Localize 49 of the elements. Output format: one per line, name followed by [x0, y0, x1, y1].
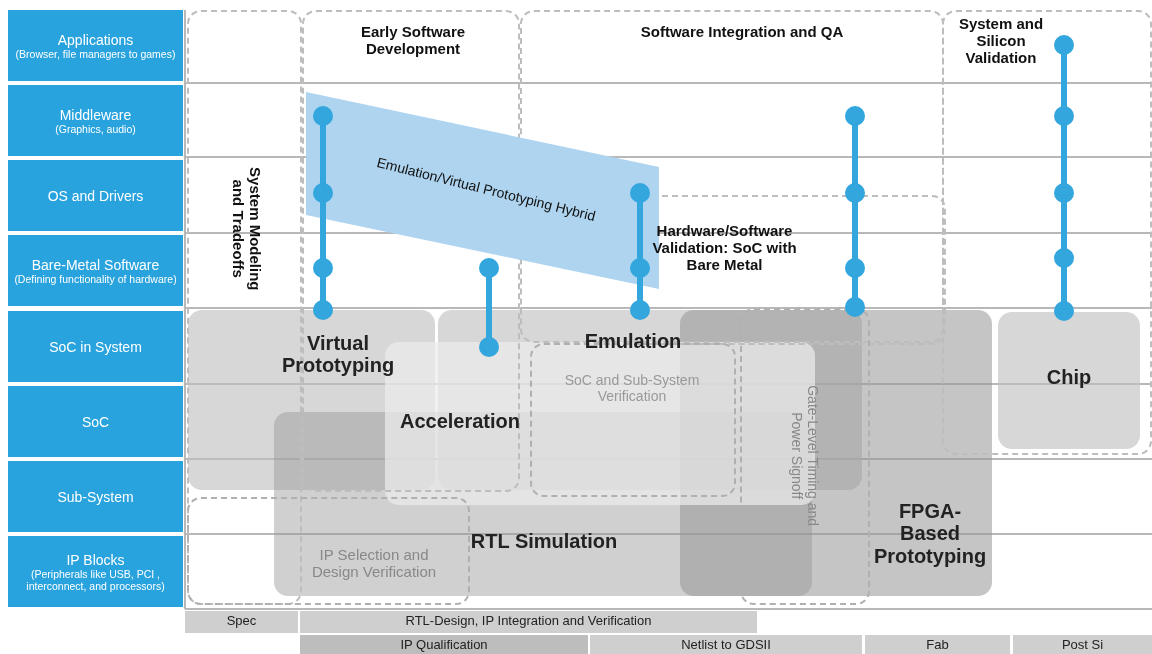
layer-title: Middleware	[59, 106, 132, 123]
region-label: Software Integration and QA	[639, 24, 845, 41]
phase-label: IP Qualification	[399, 638, 489, 653]
region-label: SoC and Sub-System Verification	[563, 373, 701, 405]
phase-label: Netlist to GDSII	[680, 638, 772, 653]
phase-label: Fab	[925, 638, 950, 653]
layer-header	[8, 536, 183, 607]
phase-bar	[300, 635, 588, 654]
layer-header	[8, 461, 183, 532]
region-label: Hardware/Software Validation: SoC with Bare Metal	[651, 223, 798, 274]
block-label: Emulation	[583, 330, 683, 353]
block-label: Chip	[1045, 366, 1093, 389]
region-label: Early Software Development	[359, 24, 467, 58]
layer-description: (Peripherals like USB, PCI , interconnect, and processors)	[25, 567, 166, 592]
layer-header	[8, 235, 183, 306]
phase-bar	[1013, 635, 1152, 654]
process-block	[998, 312, 1140, 449]
dashed-region	[187, 497, 470, 605]
layer-title: SoC in System	[49, 338, 142, 355]
dashed-region	[942, 10, 1152, 455]
phase-bar	[590, 635, 862, 654]
block-label: FPGA-Based Prototyping	[872, 500, 988, 568]
layer-title: IP Blocks	[66, 551, 125, 568]
layer-header	[8, 311, 183, 382]
layer-description: (Browser, file managers to games)	[14, 47, 177, 60]
layer-description: (Defining functionality of hardware)	[13, 272, 178, 285]
phase-label: Spec	[225, 614, 258, 629]
phase-bar	[300, 611, 757, 633]
layer-header	[8, 85, 183, 156]
phase-label: RTL-Design, IP Integration and Verification	[404, 614, 653, 629]
layer-title: Bare-Metal Software	[31, 256, 160, 273]
layer-header	[8, 10, 183, 81]
layer-title: OS and Drivers	[47, 187, 144, 204]
layer-title: SoC	[81, 413, 110, 430]
layer-header	[8, 386, 183, 457]
layer-header	[8, 160, 183, 231]
block-label: RTL Simulation	[469, 530, 619, 553]
phase-bar	[185, 611, 298, 633]
region-label: IP Selection and Design Verification	[310, 547, 438, 581]
layer-title: Applications	[57, 31, 134, 48]
block-label: Acceleration	[398, 410, 522, 433]
layer-title: Sub-System	[57, 488, 134, 505]
region-label: System Modeling and Tradeoffs	[229, 166, 264, 293]
phase-bar	[865, 635, 1010, 654]
region-label: System and Silicon Validation	[957, 16, 1045, 67]
block-label: Virtual Prototyping	[280, 332, 396, 377]
layer-description: (Graphics, audio)	[54, 122, 137, 135]
phase-label: Post Si	[1060, 638, 1105, 653]
region-label: Gate-Level Timing and Power Signoff	[788, 384, 821, 529]
